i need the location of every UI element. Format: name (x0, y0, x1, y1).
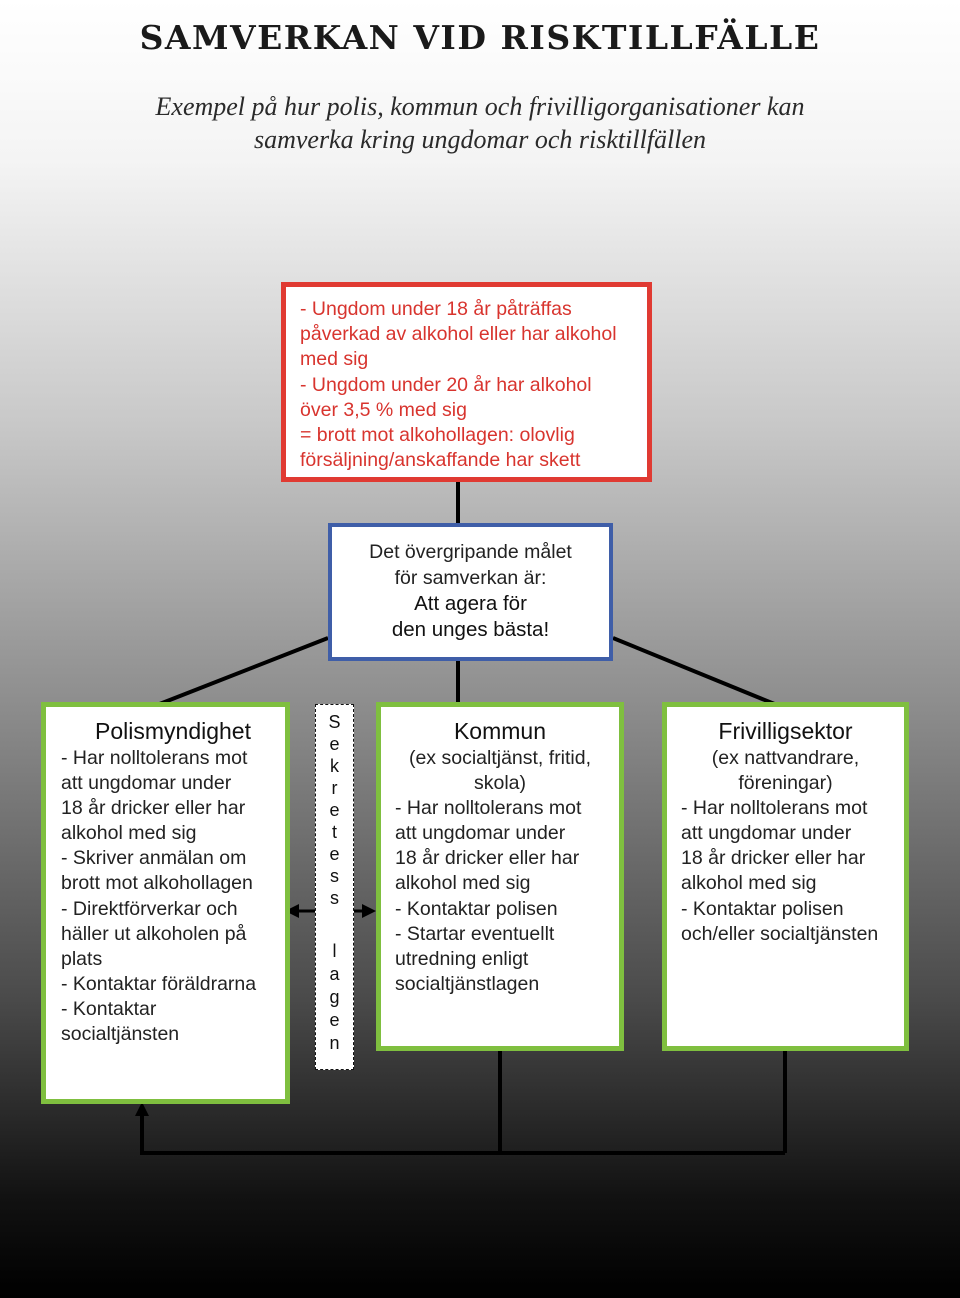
municipality-line: 18 år dricker eller har (395, 847, 580, 870)
goal-line: för samverkan är: (394, 566, 547, 589)
subtitle-line: Exempel på hur polis, kommun och frivill… (155, 92, 805, 121)
voluntary-line: - Har nolltolerans mot (681, 797, 868, 820)
municipality-line: alkohol med sig (395, 872, 531, 895)
connector-feedback-bar (140, 1112, 785, 1155)
police-line: socialtjänsten (61, 1023, 180, 1046)
municipality-line: socialtjänstlagen (395, 972, 540, 995)
arrow-up-icon (135, 1102, 149, 1116)
common-goal-box: Det övergripande målet för samverkan är:… (328, 523, 613, 661)
police-line: brott mot alkohollagen (61, 872, 253, 895)
police-line: alkohol med sig (61, 822, 197, 845)
voluntary-sub-line: (ex nattvandrare, (711, 747, 860, 769)
page-subtitle: Exempel på hur polis, kommun och frivill… (80, 90, 880, 156)
police-line: att ungdomar under (61, 772, 232, 795)
risk-line: - Ungdom under 18 år påträffas (300, 298, 572, 320)
secrecy-law-label: S e k r e t e s s l a g e n (315, 704, 354, 1070)
risk-line: över 3,5 % med sig (300, 398, 467, 421)
municipality-sub-line: (ex socialtjänst, fritid, (408, 747, 592, 769)
police-line: plats (61, 947, 103, 970)
municipality-line: att ungdomar under (395, 822, 566, 845)
municipality-heading: Kommun (453, 718, 547, 744)
secrecy-letter: k (330, 756, 339, 776)
police-line: häller ut alkoholen på (61, 922, 247, 945)
police-line: - Har nolltolerans mot (61, 747, 248, 769)
arrow-left-icon (285, 904, 299, 918)
voluntary-heading: Frivilligsektor (718, 718, 853, 744)
secrecy-letter: n (329, 1033, 340, 1053)
municipality-line: utredning enligt (395, 947, 529, 970)
subtitle-line: samverka kring ungdomar och risktillfäll… (253, 125, 707, 154)
voluntary-content: (ex nattvandrare, föreningar) - Har noll… (681, 746, 904, 947)
connector-goal-frivillig (612, 636, 778, 707)
municipality-line: - Har nolltolerans mot (395, 797, 582, 820)
secrecy-letter: e (329, 1010, 340, 1030)
secrecy-letter: s (330, 866, 339, 886)
police-heading: Polismyndighet (95, 718, 251, 744)
police-line: - Kontaktar föräldrarna (61, 972, 257, 995)
arrow-right-icon (362, 904, 376, 918)
voluntary-line: att ungdomar under (681, 822, 852, 845)
secrecy-letter: s (330, 888, 339, 908)
municipality-line: - Startar eventuellt (395, 922, 555, 945)
risk-line: påverkad av alkohol eller har alkohol (300, 323, 617, 346)
risk-situation-box: - Ungdom under 18 år påträffas påverkad … (281, 282, 652, 482)
voluntary-line: 18 år dricker eller har (681, 847, 866, 870)
risk-line: - Ungdom under 20 år har alkohol (300, 373, 592, 396)
voluntary-sub-line: föreningar) (738, 772, 833, 795)
municipality-line: - Kontaktar polisen (395, 897, 558, 920)
connector-goal-polis (156, 636, 329, 707)
municipality-sub-line: skola) (473, 772, 527, 795)
goal-highlight-line: Att agera för (414, 592, 527, 615)
secrecy-letter: S (328, 712, 341, 732)
police-line: - Direktförverkar och (61, 897, 238, 920)
secrecy-letter: r (331, 778, 338, 798)
secrecy-letter: e (329, 734, 340, 754)
page-title: SAMVERKAN VID RISKTILLFÄLLE (139, 18, 821, 57)
risk-line: med sig (300, 348, 369, 371)
risk-line: försäljning/anskaffande har skett (300, 449, 581, 472)
voluntary-line: alkohol med sig (681, 872, 817, 895)
voluntary-line: - Kontaktar polisen (681, 897, 844, 920)
voluntary-line: och/eller socialtjänsten (681, 922, 879, 945)
secrecy-letter: a (329, 964, 340, 984)
secrecy-letter: g (329, 987, 340, 1007)
goal-highlight-line: den unges bästa! (391, 617, 550, 641)
secrecy-letter: t (331, 822, 337, 842)
police-content: - Har nolltolerans mot att ungdomar unde… (61, 746, 285, 1047)
police-line: - Kontaktar (61, 997, 157, 1020)
secrecy-letter: e (329, 844, 340, 864)
risk-line: = brott mot alkohollagen: olovlig (300, 424, 575, 447)
voluntary-sector-box: Frivilligsektor (ex nattvandrare, föreni… (662, 702, 909, 1051)
police-line: 18 år dricker eller har (61, 797, 246, 820)
police-line: - Skriver anmälan om (61, 847, 247, 870)
secrecy-letter: l (332, 941, 337, 961)
municipality-box: Kommun (ex socialtjänst, fritid, skola) … (376, 702, 624, 1051)
police-box: Polismyndighet - Har nolltolerans mot at… (41, 702, 290, 1104)
goal-line: Det övergripande målet (369, 541, 572, 563)
secrecy-letter: e (329, 800, 340, 820)
municipality-content: (ex socialtjänst, fritid, skola) - Har n… (395, 746, 619, 997)
